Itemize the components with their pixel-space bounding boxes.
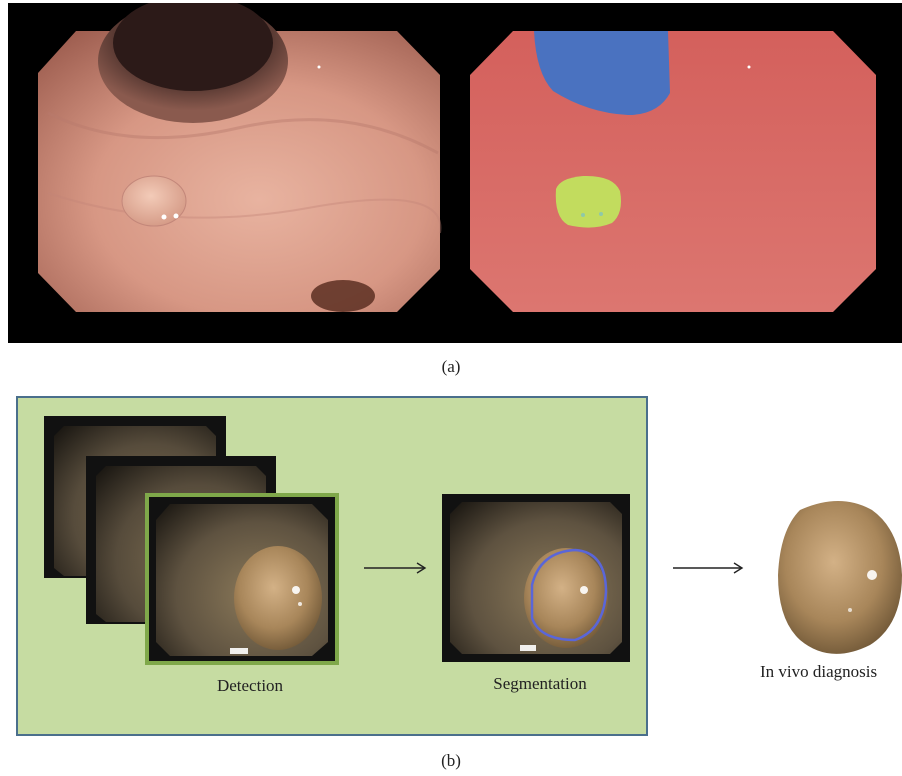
- detection-frame: [145, 493, 339, 665]
- segmentation-frame: [442, 494, 630, 662]
- arrow-segmentation-to-diagnosis: [673, 563, 742, 573]
- stage-label-in-vivo-diagnosis: In vivo diagnosis: [760, 662, 902, 682]
- cropped-polyp-image: [778, 501, 902, 654]
- caption-b: (b): [0, 751, 902, 771]
- stage-label-detection: Detection: [165, 676, 335, 696]
- stage-label-segmentation: Segmentation: [455, 674, 625, 694]
- arrow-detection-to-segmentation: [364, 563, 425, 573]
